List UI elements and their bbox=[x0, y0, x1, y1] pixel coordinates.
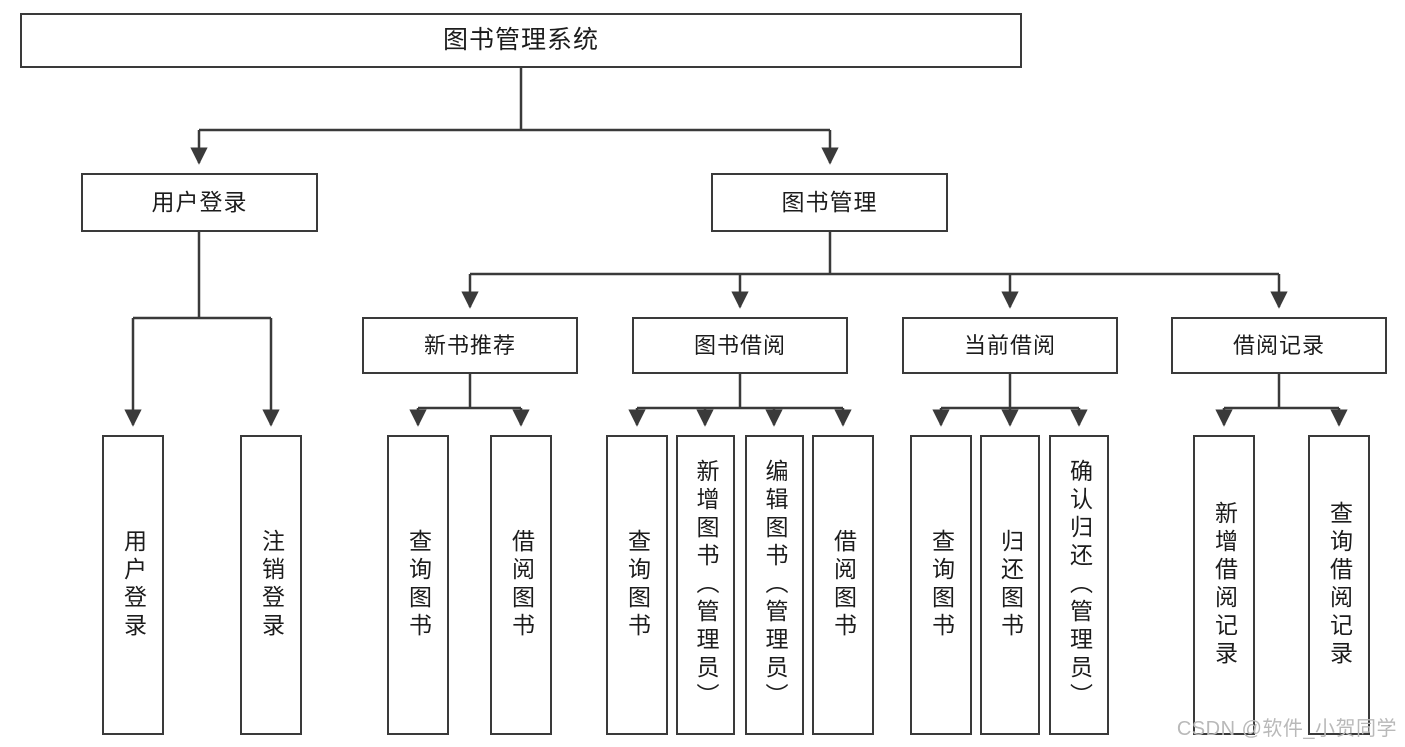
node-label: 借阅图书 bbox=[830, 529, 857, 641]
node-label: 查询借阅记录 bbox=[1326, 501, 1353, 669]
csdn-watermark: CSDN @软件_小贺同学 bbox=[1176, 718, 1397, 740]
node-label: 查询图书 bbox=[624, 529, 651, 641]
node-label: 注销登录 bbox=[258, 529, 285, 641]
node-label: 新增借阅记录 bbox=[1211, 501, 1238, 669]
node-label: 新增图书（管理员） bbox=[693, 459, 719, 711]
node-label: 编辑图书（管理员） bbox=[762, 459, 788, 711]
leaf-user-login-logout[interactable]: 注销登录 bbox=[240, 435, 302, 735]
node-label: 用户登录 bbox=[151, 189, 248, 216]
node-current-borrow[interactable]: 当前借阅 bbox=[902, 317, 1118, 374]
node-label: 借阅图书 bbox=[508, 529, 535, 641]
leaf-current-query-book[interactable]: 查询图书 bbox=[910, 435, 972, 735]
node-label: 借阅记录 bbox=[1232, 332, 1325, 358]
node-label: 用户登录 bbox=[120, 529, 147, 641]
node-label: 图书借阅 bbox=[693, 332, 786, 358]
leaf-recommend-borrow-book[interactable]: 借阅图书 bbox=[490, 435, 552, 735]
node-label: 归还图书 bbox=[997, 529, 1024, 641]
node-book-borrow[interactable]: 图书借阅 bbox=[632, 317, 848, 374]
leaf-recommend-query-book[interactable]: 查询图书 bbox=[387, 435, 449, 735]
node-root-system[interactable]: 图书管理系统 bbox=[20, 13, 1022, 68]
leaf-borrow-query-book[interactable]: 查询图书 bbox=[606, 435, 668, 735]
leaf-user-login-login[interactable]: 用户登录 bbox=[102, 435, 164, 735]
node-user-login[interactable]: 用户登录 bbox=[81, 173, 318, 232]
leaf-borrow-borrow-book[interactable]: 借阅图书 bbox=[812, 435, 874, 735]
leaf-borrow-edit-book-admin[interactable]: 编辑图书（管理员） bbox=[745, 435, 804, 735]
node-borrow-record[interactable]: 借阅记录 bbox=[1171, 317, 1387, 374]
node-label: 查询图书 bbox=[928, 529, 955, 641]
node-label: 新书推荐 bbox=[423, 332, 516, 358]
node-book-management[interactable]: 图书管理 bbox=[711, 173, 948, 232]
node-label: 图书管理系统 bbox=[442, 25, 599, 54]
leaf-current-return-book[interactable]: 归还图书 bbox=[980, 435, 1040, 735]
leaf-current-confirm-return-admin[interactable]: 确认归还（管理员） bbox=[1049, 435, 1109, 735]
node-label: 当前借阅 bbox=[963, 332, 1056, 358]
leaf-record-add-record[interactable]: 新增借阅记录 bbox=[1193, 435, 1255, 735]
leaf-borrow-add-book-admin[interactable]: 新增图书（管理员） bbox=[676, 435, 735, 735]
node-label: 确认归还（管理员） bbox=[1066, 459, 1093, 711]
node-new-book-recommend[interactable]: 新书推荐 bbox=[362, 317, 578, 374]
leaf-record-query-record[interactable]: 查询借阅记录 bbox=[1308, 435, 1370, 735]
node-label: 查询图书 bbox=[405, 529, 432, 641]
node-label: 图书管理 bbox=[781, 189, 878, 216]
